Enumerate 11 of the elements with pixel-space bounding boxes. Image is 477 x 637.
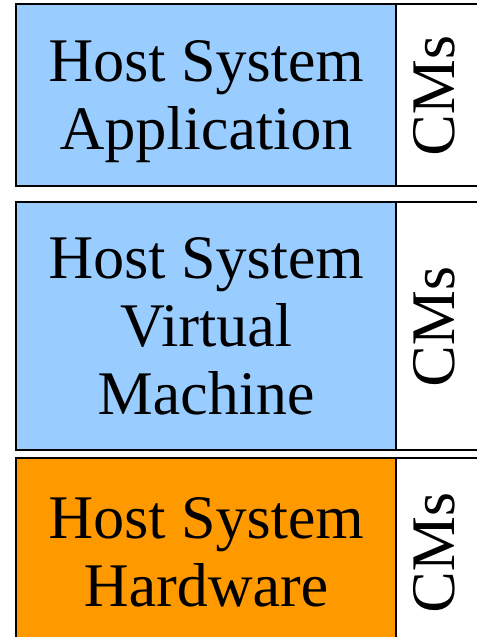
side-panel (395, 3, 477, 187)
vertical-label: CMs (403, 34, 465, 156)
layer-box (15, 3, 397, 187)
layer-label: Host System Hardware (47, 484, 365, 620)
vertical-label: CMs (403, 266, 465, 386)
layer-label: Host System Application (47, 26, 365, 164)
layer-box (15, 457, 397, 637)
layer-box (15, 201, 397, 451)
side-panel (395, 201, 477, 451)
vertical-label: CMs (403, 492, 465, 612)
layer-label: Host System Virtual Machine (47, 224, 365, 428)
